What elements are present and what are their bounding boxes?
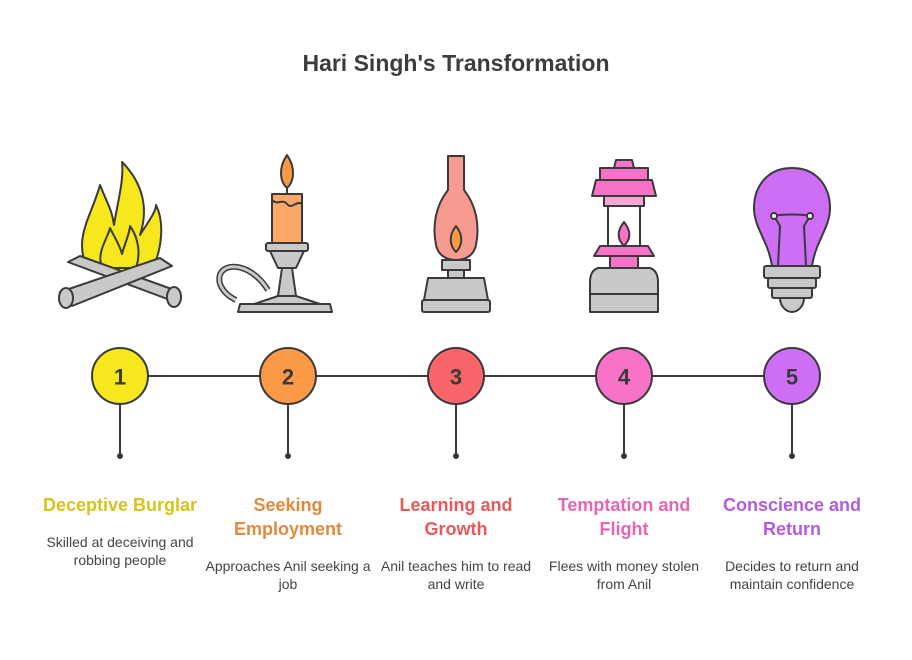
step-1-heading: Deceptive Burglar (42, 495, 198, 515)
step-4-heading: Temptation and Flight (557, 495, 691, 539)
step-5-marker: 5 (763, 347, 821, 405)
step-2-heading: Seeking Employment (233, 495, 343, 539)
step-5-heading: Conscience and Return (722, 495, 862, 539)
diagram-title: Hari Singh's Transformation (302, 50, 610, 76)
light-bulb-icon (753, 167, 831, 313)
step-5-number: 5 (786, 365, 798, 390)
step-1-marker: 1 (91, 347, 149, 405)
oil-lamp-icon (421, 155, 491, 313)
step-2-description: Approaches Anil seeking a job (205, 558, 371, 592)
step-3-heading: Learning and Growth (399, 495, 513, 539)
step-3-marker: 3 (427, 347, 485, 405)
drop-lines (119, 404, 793, 455)
step-2: Seeking Employment Approaches Anil seeki… (204, 493, 372, 593)
candle-icon (216, 154, 333, 313)
step-4-number: 4 (618, 365, 631, 390)
step-3: Learning and Growth Anil teaches him to … (372, 493, 540, 593)
step-3-description: Anil teaches him to read and write (380, 558, 532, 592)
step-4-marker: 4 (595, 347, 653, 405)
step-2-marker: 2 (259, 347, 317, 405)
step-4-description: Flees with money stolen from Anil (548, 558, 700, 592)
campfire-icon (58, 161, 182, 309)
drop-dots (117, 453, 795, 459)
step-5-description: Decides to return and maintain confidenc… (725, 558, 859, 592)
lantern-icon (589, 159, 659, 313)
step-3-number: 3 (450, 365, 462, 390)
step-1-description: Skilled at deceiving and robbing people (46, 534, 194, 568)
step-1: Deceptive Burglar Skilled at deceiving a… (36, 493, 204, 569)
step-5: Conscience and Return Decides to return … (708, 493, 876, 593)
step-1-number: 1 (114, 365, 126, 390)
step-2-number: 2 (282, 365, 294, 390)
step-4: Temptation and Flight Flees with money s… (540, 493, 708, 593)
